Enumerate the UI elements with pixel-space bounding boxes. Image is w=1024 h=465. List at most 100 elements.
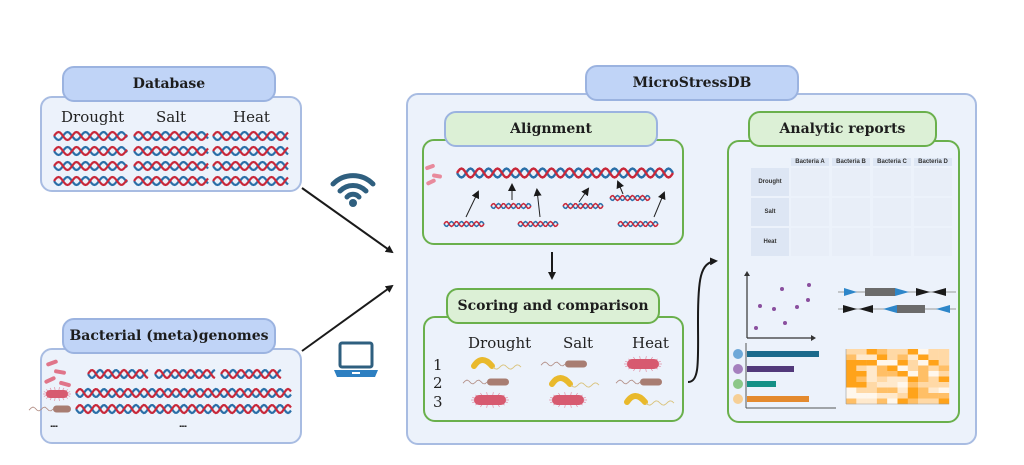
heatmap-cell — [856, 354, 867, 361]
table-header-a: Bacteria A — [791, 158, 829, 166]
heatmap-cell — [928, 376, 939, 383]
scoring-rank-3: 3 — [433, 393, 443, 411]
database-dna-strand — [133, 160, 209, 172]
heatmap-cell — [918, 349, 929, 355]
scoring-rank-1: 1 — [433, 356, 443, 374]
table-cell — [873, 228, 911, 256]
bacterium-rod-brown-flagellum — [462, 378, 509, 386]
heatmap-cell — [866, 387, 878, 394]
heatmap-cell — [887, 371, 898, 377]
table-cell — [832, 198, 870, 226]
heatmap-cell — [907, 354, 919, 361]
heatmap-cell — [938, 365, 950, 372]
heatmap-cell — [856, 360, 867, 366]
heatmap-cell — [928, 371, 939, 377]
genomes-ellipsis-left: .... — [50, 419, 58, 430]
genome-bacterium-small — [54, 369, 66, 375]
table-cell — [873, 198, 911, 226]
heatmap-cell — [918, 365, 929, 372]
bacterium-rod-red-pili — [471, 392, 509, 408]
alignment-arrow — [578, 187, 590, 203]
reports-title: Analytic reports — [748, 111, 937, 147]
read-fragment — [617, 220, 659, 228]
heatmap-cell — [866, 376, 878, 383]
alignment-arrow — [653, 191, 666, 218]
heatmap-cell — [846, 371, 857, 377]
heatmap-cell — [887, 382, 898, 388]
heatmap-cell — [876, 376, 888, 383]
heatmap-cell — [918, 387, 929, 394]
database-dna-strand — [212, 130, 289, 142]
table-cell — [914, 168, 952, 196]
heatmap-cell — [907, 382, 919, 388]
read-fragment — [443, 220, 485, 228]
heatmap-cell — [846, 360, 857, 366]
database-title: Database — [62, 66, 276, 102]
bacterium-vibrio-yellow — [549, 375, 600, 388]
heatmap-cell — [876, 398, 888, 405]
heatmap-cell — [856, 387, 867, 394]
heatmap-cell — [918, 360, 929, 366]
heatmap-cell — [928, 387, 939, 394]
scoring-title: Scoring and comparison — [446, 288, 660, 324]
heatmap-cell — [897, 393, 908, 399]
heatmap-cell — [907, 349, 919, 355]
genome-bacterium-flagellated — [28, 405, 71, 413]
heatmap-cell — [876, 371, 888, 377]
heatmap-cell — [866, 382, 878, 388]
database-col-drought: Drought — [61, 108, 125, 126]
heatmap-cell — [938, 354, 950, 361]
heatmap-cell — [856, 382, 867, 388]
heatmap-cell — [928, 398, 939, 405]
heatmap-cell — [938, 360, 950, 366]
read-fragment — [562, 202, 604, 210]
heatmap-cell — [887, 365, 898, 372]
heatmap-cell — [907, 393, 919, 399]
read-fragment — [609, 194, 651, 202]
heatmap-cell — [897, 387, 908, 394]
genome-bacterium-small — [46, 359, 58, 367]
heatmap-cell — [907, 360, 919, 366]
read-fragment — [490, 202, 532, 210]
database-dna-strand — [133, 130, 209, 142]
heatmap-cell — [866, 398, 878, 405]
table-cell — [914, 198, 952, 226]
table-cell — [791, 198, 829, 226]
bacterium-rod-brown-flagellum — [615, 378, 662, 386]
heatmap-cell — [918, 398, 929, 405]
arrow-database-to-main — [301, 187, 394, 254]
heatmap-cell — [876, 365, 888, 372]
bacterium-rod-red-pili — [549, 392, 587, 408]
heatmap-cell — [866, 349, 878, 355]
table-cell — [914, 228, 952, 256]
heatmap-cell — [846, 398, 857, 405]
heatmap-cell — [856, 371, 867, 377]
heatmap-cell — [846, 376, 857, 383]
bacterium-vibrio-yellow — [624, 393, 675, 406]
genome-strand — [75, 403, 292, 415]
heatmap-cell — [846, 349, 857, 355]
heatmap-cell — [866, 365, 878, 372]
heatmap-cell — [918, 371, 929, 377]
scoring-col-salt: Salt — [563, 334, 594, 352]
heatmap-cell — [928, 382, 939, 388]
heatmap-cell — [918, 382, 929, 388]
heatmap-cell — [938, 376, 950, 383]
heatmap-cell — [866, 371, 878, 377]
heatmap-cell — [897, 398, 908, 405]
alignment-bacterium — [432, 173, 442, 179]
heatmap-cell — [876, 387, 888, 394]
heatmap-cell — [866, 360, 878, 366]
genome-fragment — [87, 368, 149, 380]
heatmap-cell — [918, 393, 929, 399]
heatmap-cell — [928, 360, 939, 366]
heatmap-cell — [938, 371, 950, 377]
table-cell — [832, 168, 870, 196]
heatmap-cell — [907, 371, 919, 377]
database-dna-strand — [53, 145, 128, 157]
alignment-title: Alignment — [444, 111, 658, 147]
genomes-ellipsis-mid: .... — [179, 419, 187, 430]
